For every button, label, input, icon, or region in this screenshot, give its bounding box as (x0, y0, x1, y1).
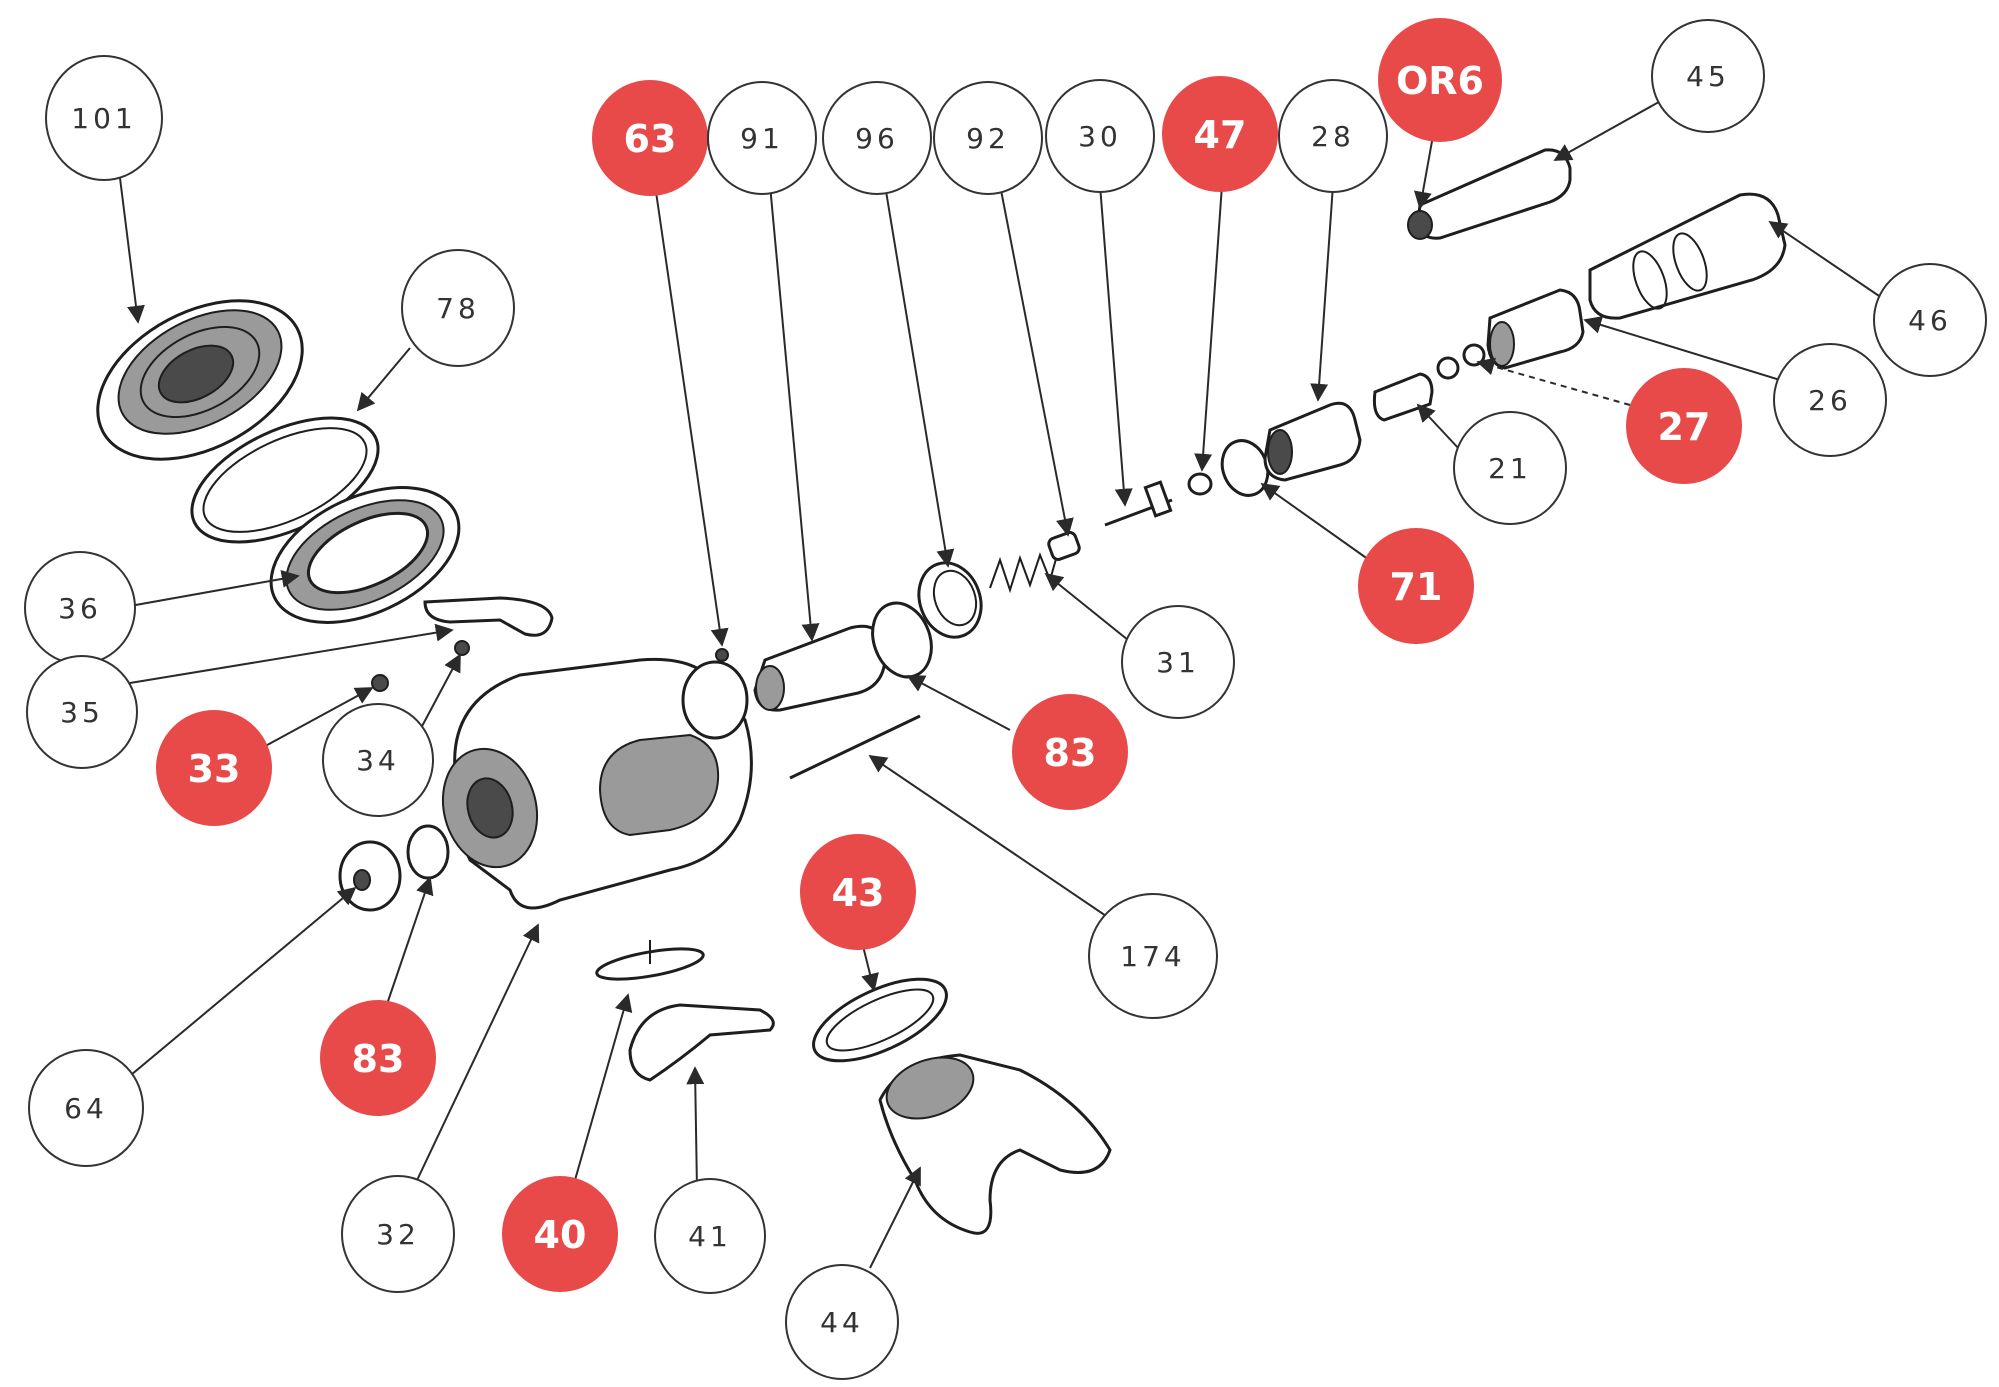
callout-27: 27 (1626, 368, 1742, 484)
callout-101: 101 (45, 55, 163, 181)
svg-text:41: 41 (688, 1220, 732, 1253)
svg-text:83: 83 (1044, 731, 1097, 775)
callout-35: 35 (26, 655, 138, 769)
o-ring-83-left-part (406, 824, 450, 880)
svg-text:174: 174 (1120, 940, 1185, 973)
svg-text:43: 43 (832, 871, 885, 915)
callout-46: 46 (1873, 263, 1987, 377)
hose-protector-part (1588, 192, 1787, 320)
callout-44: 44 (785, 1264, 899, 1380)
callout-47: 47 (1162, 76, 1278, 192)
svg-text:71: 71 (1390, 565, 1443, 609)
callout-92: 92 (933, 81, 1043, 195)
callout-41: 41 (654, 1178, 766, 1294)
svg-text:OR6: OR6 (1396, 59, 1484, 103)
svg-text:36: 36 (58, 592, 102, 625)
seat-holder-part (1047, 531, 1081, 561)
rod-part (789, 714, 921, 780)
screw-33-part (371, 674, 389, 692)
inlet-fitting-part (1263, 401, 1362, 482)
pin-63-part (715, 648, 729, 662)
callout-45: 45 (1651, 19, 1765, 133)
svg-text:44: 44 (820, 1306, 864, 1339)
svg-text:40: 40 (534, 1213, 587, 1257)
stem-part (1104, 480, 1173, 527)
svg-text:27: 27 (1658, 405, 1711, 449)
callout-83-right: 83 (1012, 694, 1128, 810)
washer-27a-part (1436, 356, 1460, 380)
callout-40: 40 (502, 1176, 618, 1292)
exhaust-tee-part (628, 1003, 775, 1082)
callout-71: 71 (1358, 528, 1474, 644)
exhaust-valve-part (595, 940, 705, 981)
screw-34-part (454, 640, 470, 656)
callout-78: 78 (401, 249, 515, 367)
svg-text:83: 83 (352, 1037, 405, 1081)
lever-part (423, 596, 554, 637)
svg-text:64: 64 (64, 1092, 108, 1125)
callout-30: 30 (1045, 79, 1155, 193)
callout-33: 33 (156, 710, 272, 826)
hose-nut-part (1486, 288, 1585, 370)
mouthpiece-part (878, 1053, 1112, 1235)
svg-text:26: 26 (1808, 384, 1852, 417)
callout-64: 64 (28, 1049, 144, 1167)
svg-text:30: 30 (1078, 120, 1122, 153)
svg-text:21: 21 (1488, 452, 1532, 485)
callout-26: 26 (1773, 343, 1887, 457)
svg-text:35: 35 (60, 696, 104, 729)
callout-36: 36 (24, 551, 136, 665)
callout-34: 34 (322, 703, 434, 817)
callout-83-left: 83 (320, 1000, 436, 1116)
mouthpiece-clamp-part (812, 977, 948, 1063)
diaphragm-part (269, 486, 461, 624)
svg-text:92: 92 (966, 122, 1010, 155)
callout-OR6: OR6 (1378, 18, 1502, 142)
svg-text:28: 28 (1311, 120, 1355, 153)
valve-body-part (753, 624, 887, 712)
second-stage-housing-part (441, 657, 753, 910)
exhaust-cap-part (338, 840, 402, 912)
svg-text:91: 91 (740, 122, 784, 155)
o-ring-47-part (1187, 472, 1213, 496)
callouts: 101 78 36 35 33 34 64 83 (24, 18, 1987, 1380)
callout-28: 28 (1278, 79, 1388, 193)
callout-174: 174 (1088, 893, 1218, 1019)
callout-31: 31 (1121, 605, 1235, 719)
callout-63: 63 (592, 80, 708, 196)
callout-32: 32 (341, 1175, 455, 1293)
parts-drawings (96, 148, 1787, 1235)
svg-text:96: 96 (855, 122, 899, 155)
svg-text:101: 101 (71, 102, 136, 135)
svg-text:32: 32 (376, 1218, 420, 1251)
filter-part (1372, 372, 1434, 422)
spring-part (989, 551, 1059, 594)
svg-text:45: 45 (1686, 60, 1730, 93)
svg-text:63: 63 (624, 117, 677, 161)
callout-91: 91 (707, 81, 817, 195)
svg-text:34: 34 (356, 744, 400, 777)
callout-21: 21 (1453, 411, 1567, 525)
leader-lines (119, 97, 1886, 1269)
callout-96: 96 (822, 81, 932, 195)
svg-text:78: 78 (436, 292, 480, 325)
svg-text:47: 47 (1194, 113, 1247, 157)
hose-end-part (1407, 148, 1572, 240)
svg-text:31: 31 (1156, 646, 1200, 679)
svg-text:46: 46 (1908, 304, 1952, 337)
svg-text:33: 33 (188, 747, 241, 791)
callout-43: 43 (800, 834, 916, 950)
front-cover-part (96, 299, 304, 461)
